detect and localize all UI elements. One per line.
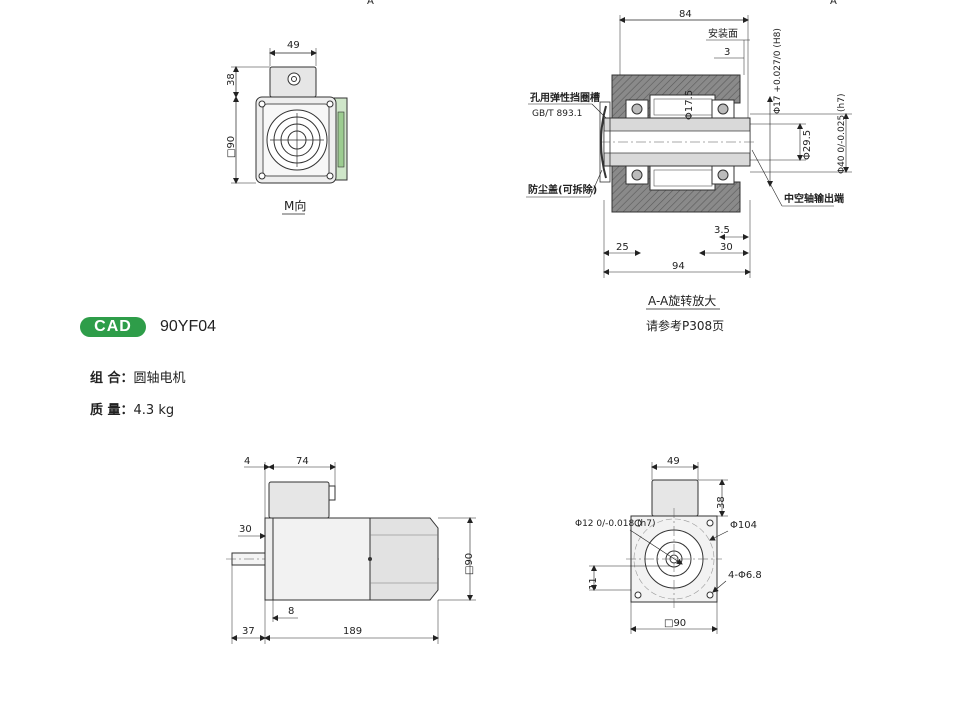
side-dim-90: □90 (464, 553, 475, 575)
spec-combination: 组 合：圆轴电机 (90, 367, 186, 386)
aa-dim-3-5: 3.5 (714, 225, 730, 236)
aa-dim-29-5: Φ29.5 (802, 130, 813, 160)
aa-note: 请参考P308页 (646, 318, 724, 333)
m-dim-square: □90 (226, 136, 237, 158)
aa-dim-30: 30 (720, 242, 733, 253)
aa-dim-3: 3 (724, 47, 730, 58)
aa-callout-cover: 防尘盖(可拆除) (528, 183, 597, 196)
aa-caption: A-A旋转放大 (648, 293, 716, 308)
model-number: 90YF04 (160, 318, 217, 335)
section-mark-left: A (367, 0, 374, 7)
aa-dim-17: Φ17 +0.027/0 (H8) (773, 28, 783, 114)
spec-mass-value: 4.3 kg (133, 403, 175, 418)
section-mark-right: A (830, 0, 837, 7)
front-view: 49 38 Φ12 0/-0.018 (h7) Φ104 4-Φ6.8 11 □… (575, 456, 762, 634)
aa-dim-40: Φ40 0/-0.025 (h7) (837, 94, 847, 174)
m-dim-width: 49 (287, 40, 300, 51)
spec-mass: 质 量：4.3 kg (90, 399, 174, 418)
front-dim-holes: 4-Φ6.8 (728, 570, 762, 581)
m-view-caption: M向 (284, 198, 306, 213)
side-dim-37: 37 (242, 626, 255, 637)
front-dim-square: □90 (664, 618, 686, 629)
side-view: 4 74 30 □90 8 37 189 (226, 456, 476, 644)
spec-combination-label: 组 合： (90, 371, 134, 386)
aa-dim-17-5: Φ17.5 (684, 90, 695, 120)
aa-dim-25: 25 (616, 242, 629, 253)
spec-mass-label: 质 量： (90, 403, 134, 418)
front-dim-key: 11 (588, 577, 599, 590)
side-dim-8: 8 (288, 606, 294, 617)
m-view: 49 38 □90 M向 (226, 40, 348, 215)
aa-dim-94: 94 (672, 261, 685, 272)
aa-callout-ring: 孔用弹性挡圈槽 (530, 91, 600, 104)
aa-callout-hollow: 中空轴输出端 (784, 192, 844, 205)
front-dim-38: 38 (716, 496, 727, 509)
m-dim-height: 38 (226, 73, 237, 86)
spec-combination-value: 圆轴电机 (133, 371, 186, 386)
section-aa-view: A A 84 安装面 3 Φ17.5 Φ17 + (367, 0, 852, 333)
aa-mount-face: 安装面 (708, 27, 738, 40)
front-dim-pcd: Φ104 (730, 520, 757, 531)
side-dim-189: 189 (343, 626, 362, 637)
side-dim-74: 74 (296, 456, 309, 467)
cad-badge[interactable]: CAD (80, 317, 146, 337)
side-dim-4: 4 (244, 456, 250, 467)
front-dim-shaft: Φ12 0/-0.018 (h7) (575, 519, 655, 529)
aa-callout-std: GB/T 893.1 (532, 109, 582, 119)
side-dim-30: 30 (239, 524, 252, 535)
front-dim-49: 49 (667, 456, 680, 467)
aa-dim-total: 84 (679, 9, 692, 20)
